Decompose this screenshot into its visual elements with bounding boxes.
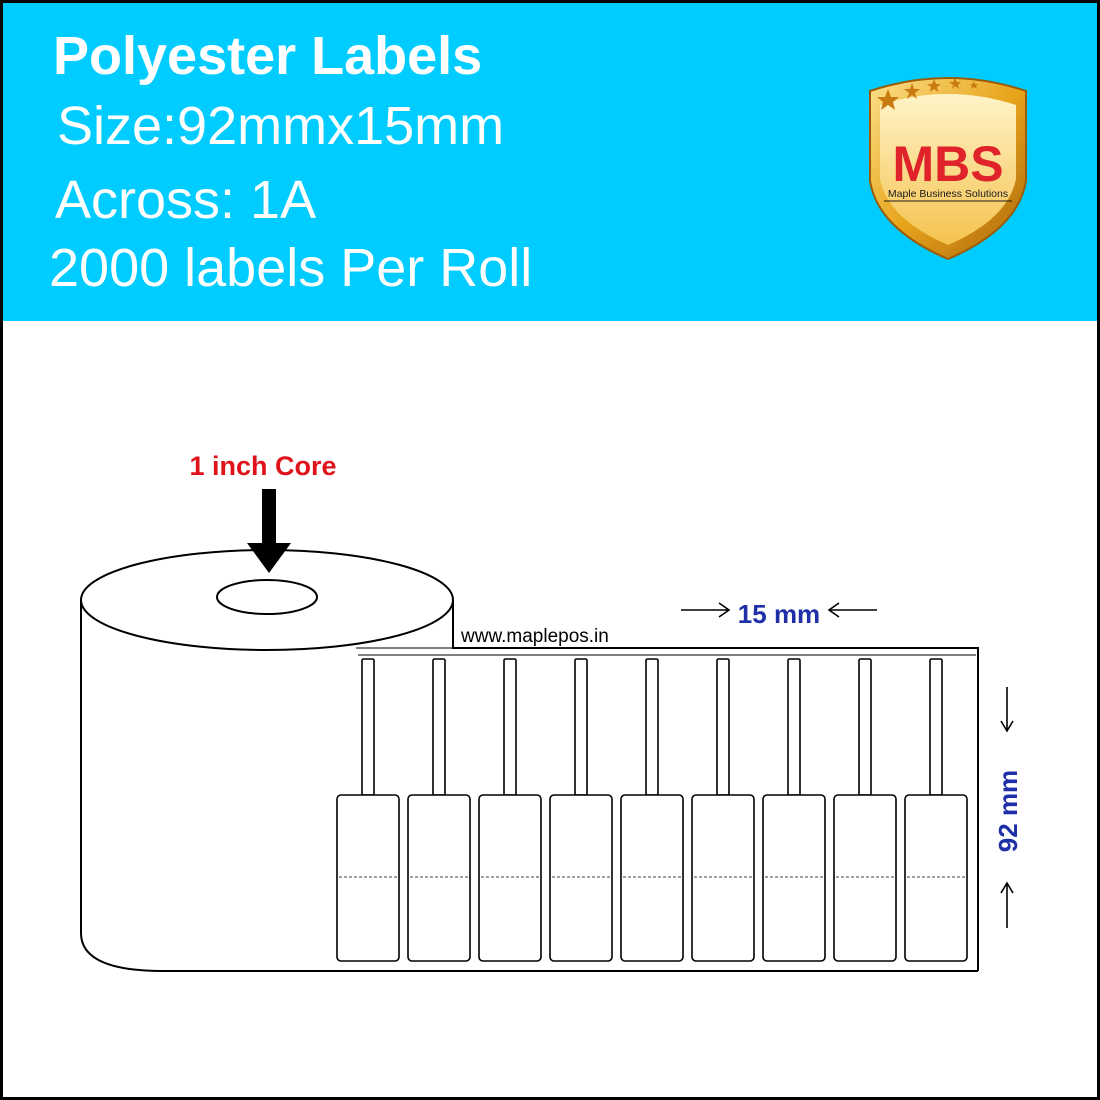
down-arrow-icon [247, 489, 291, 573]
mbs-logo: MBS Maple Business Solutions [869, 77, 1027, 261]
label-roll-diagram: 1 inch Core www.maplepos.in 15 mm 92 mm [80, 451, 1023, 972]
roll-core [216, 579, 318, 615]
label-body [407, 794, 471, 962]
logo-letters: MBS [892, 136, 1003, 192]
label-tag [691, 658, 755, 962]
label-tail [929, 658, 943, 796]
per-roll-text: 2000 labels Per Roll [49, 238, 533, 298]
star-icon [877, 78, 978, 110]
up-arrow-icon [1000, 881, 1014, 928]
label-tag [407, 658, 471, 962]
label-body [478, 794, 542, 962]
label-tail [645, 658, 659, 796]
label-tag [549, 658, 613, 962]
label-body [336, 794, 400, 962]
down-arrow-icon [1000, 687, 1014, 733]
label-tag [904, 658, 968, 962]
label-tail [574, 658, 588, 796]
website-text: www.maplepos.in [460, 626, 609, 647]
label-tag [478, 658, 542, 962]
label-tail [432, 658, 446, 796]
labels-group [336, 658, 968, 962]
label-body [904, 794, 968, 962]
width-dimension: 15 mm [738, 599, 820, 629]
across-text: Across: 1A [55, 170, 317, 230]
label-tail [503, 658, 517, 796]
label-body [691, 794, 755, 962]
label-body [762, 794, 826, 962]
right-arrow-icon [681, 602, 731, 618]
core-label: 1 inch Core [189, 451, 336, 481]
label-tail [787, 658, 801, 796]
label-tag [336, 658, 400, 962]
label-liner [452, 600, 979, 971]
label-body [549, 794, 613, 962]
label-tail [858, 658, 872, 796]
label-tail [716, 658, 730, 796]
label-body [833, 794, 897, 962]
label-body [620, 794, 684, 962]
height-dimension: 92 mm [993, 770, 1023, 852]
size-text: Size:92mmx15mm [57, 96, 505, 156]
header-banner: Polyester Labels Size:92mmx15mm Across: … [3, 3, 1097, 321]
logo-tagline: Maple Business Solutions [888, 188, 1008, 200]
label-tail [361, 658, 375, 796]
label-tag [762, 658, 826, 962]
product-title: Polyester Labels [53, 26, 483, 86]
left-arrow-icon [827, 602, 877, 618]
label-tag [620, 658, 684, 962]
label-tag [833, 658, 897, 962]
